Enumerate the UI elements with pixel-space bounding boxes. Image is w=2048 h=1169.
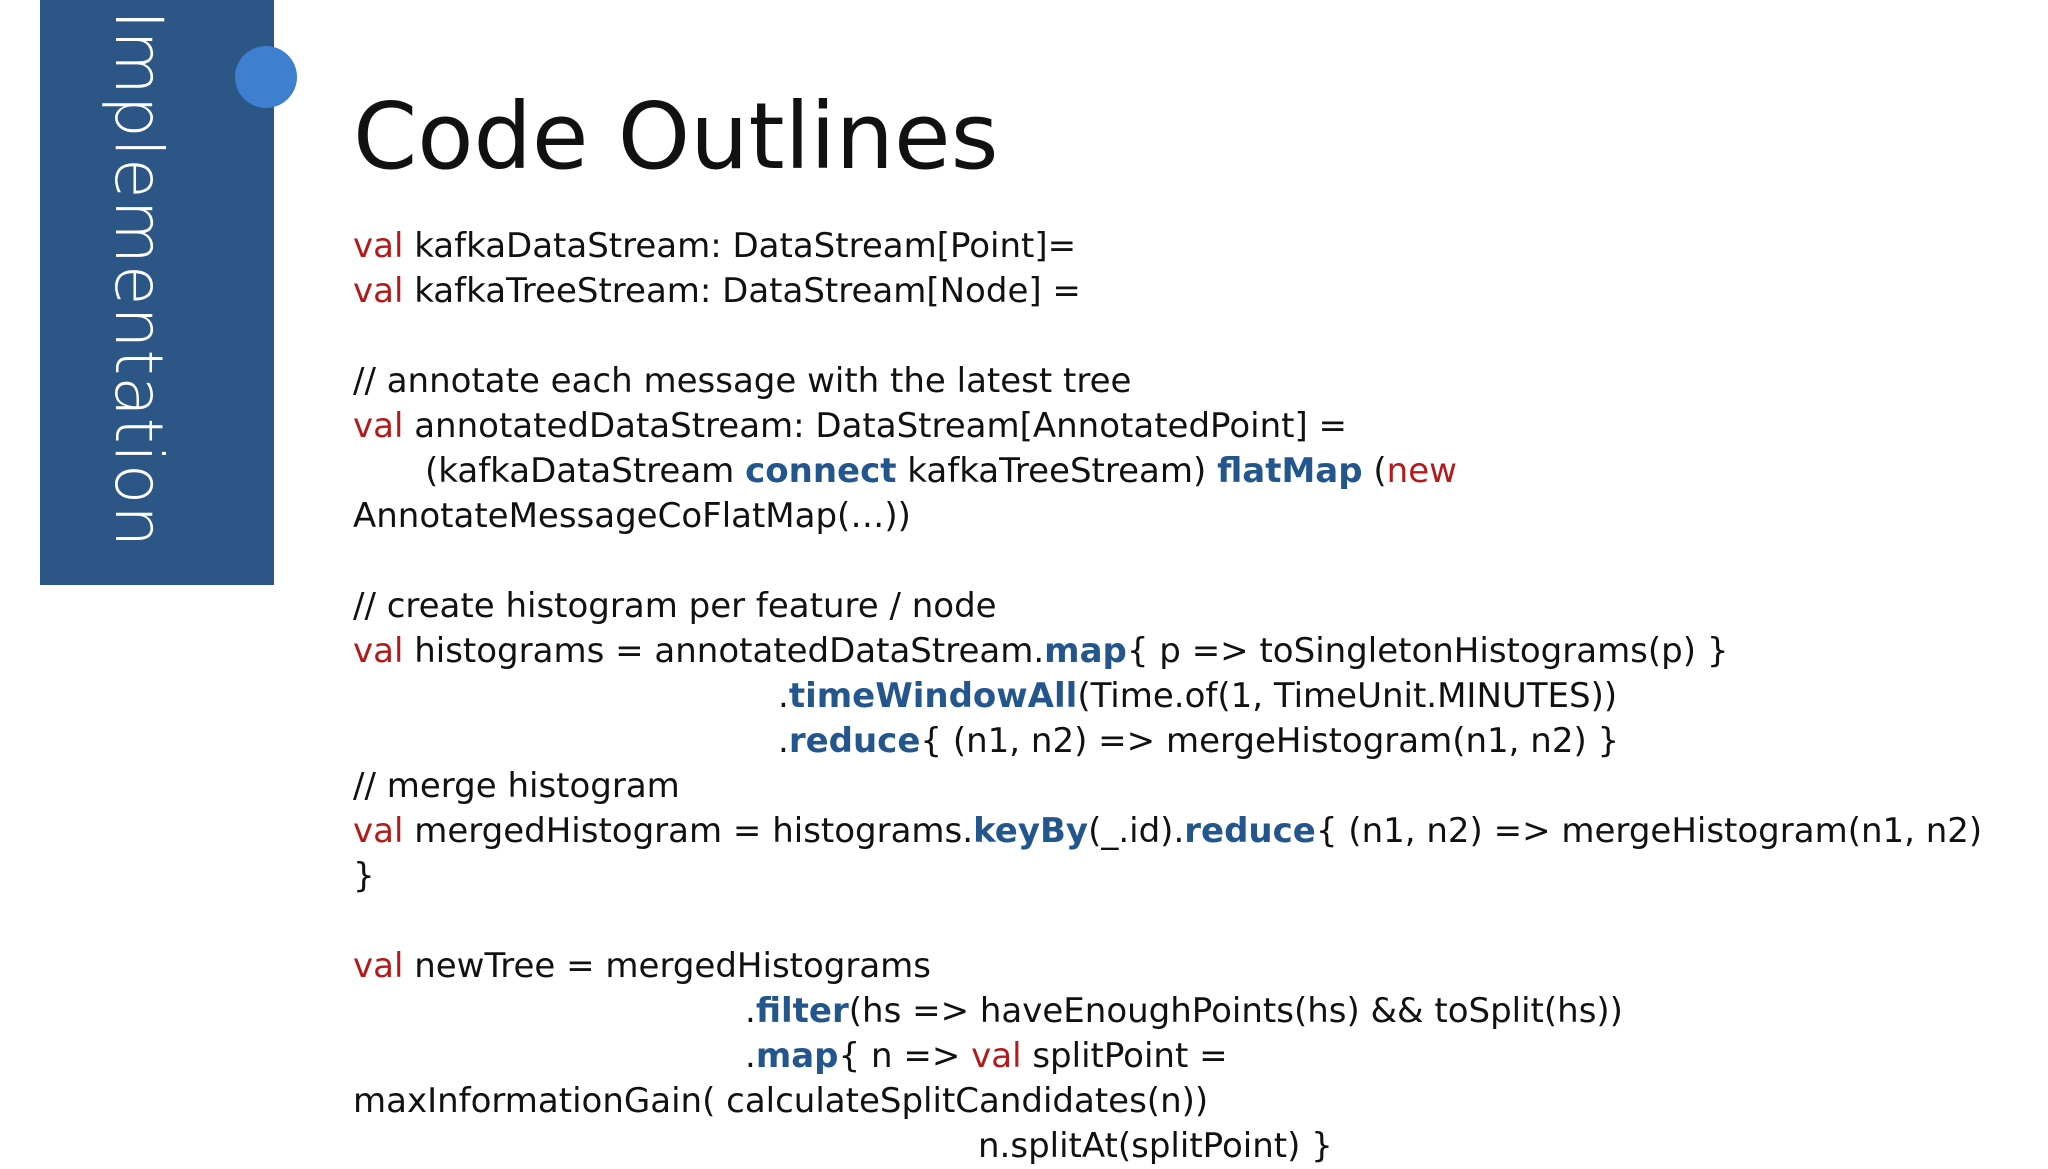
keyword: val	[353, 631, 404, 671]
section-sidebar: Implementation	[40, 0, 297, 585]
keyword: val	[353, 406, 404, 446]
blank-line	[353, 314, 1982, 359]
code-text: { p => toSingletonHistograms(p) }	[1126, 631, 1729, 671]
code-line: .filter(hs => haveEnoughPoints(hs) && to…	[353, 989, 1982, 1034]
keyword: val	[353, 226, 404, 266]
keyword: new	[1386, 451, 1457, 491]
code-line: .reduce{ (n1, n2) => mergeHistogram(n1, …	[353, 719, 1982, 764]
method-name: flatMap	[1217, 451, 1363, 491]
code-text: .	[745, 991, 756, 1031]
code-line: val mergedHistogram = histograms.keyBy(_…	[353, 809, 1982, 854]
code-text: splitPoint =	[1021, 1036, 1228, 1076]
code-line: val kafkaTreeStream: DataStream[Node] =	[353, 269, 1982, 314]
code-text: kafkaTreeStream)	[896, 451, 1218, 491]
code-text: { n =>	[838, 1036, 972, 1076]
code-block: val kafkaDataStream: DataStream[Point]= …	[353, 224, 1982, 1169]
code-line: val kafkaDataStream: DataStream[Point]=	[353, 224, 1982, 269]
method-name: timeWindowAll	[788, 676, 1078, 716]
code-text: annotatedDataStream: DataStream[Annotate…	[403, 406, 1348, 446]
section-title: Implementation	[100, 10, 177, 549]
code-text: kafkaDataStream: DataStream[Point]=	[403, 226, 1077, 266]
method-name: filter	[755, 991, 849, 1031]
code-text: newTree = mergedHistograms	[403, 946, 932, 986]
code-line: .map{ n => val splitPoint =	[353, 1034, 1982, 1079]
code-comment: // merge histogram	[353, 766, 680, 806]
code-text: .	[778, 676, 789, 716]
code-line: val newTree = mergedHistograms	[353, 944, 1982, 989]
method-name: map	[755, 1036, 839, 1076]
blank-line	[353, 899, 1982, 944]
code-text: (_.id).	[1088, 811, 1185, 851]
code-text: { (n1, n2) => mergeHistogram(n1, n2)	[1315, 811, 1983, 851]
method-name: connect	[745, 451, 897, 491]
code-line: val histograms = annotatedDataStream.map…	[353, 629, 1982, 674]
method-name: reduce	[788, 721, 921, 761]
method-name: reduce	[1184, 811, 1316, 851]
code-text: kafkaTreeStream: DataStream[Node] =	[403, 271, 1081, 311]
keyword: val	[353, 271, 404, 311]
code-line: }	[353, 856, 375, 896]
code-text: { (n1, n2) => mergeHistogram(n1, n2) }	[920, 721, 1620, 761]
code-comment: // annotate each message with the latest…	[353, 361, 1132, 401]
slide-title: Code Outlines	[353, 83, 999, 190]
keyword: val	[353, 946, 404, 986]
bullet-dot-icon	[235, 46, 297, 108]
code-comment: // create histogram per feature / node	[353, 586, 997, 626]
code-line: .timeWindowAll(Time.of(1, TimeUnit.MINUT…	[353, 674, 1982, 719]
code-text: (kafkaDataStream	[425, 451, 746, 491]
code-text: (hs => haveEnoughPoints(hs) && toSplit(h…	[848, 991, 1623, 1031]
code-line: val annotatedDataStream: DataStream[Anno…	[353, 404, 1982, 449]
keyword: val	[353, 811, 404, 851]
code-line: n.splitAt(splitPoint) }	[978, 1126, 1333, 1166]
code-line: (kafkaDataStream connect kafkaTreeStream…	[353, 449, 1982, 494]
code-line: AnnotateMessageCoFlatMap(…))	[353, 496, 911, 536]
blank-line	[353, 539, 1982, 584]
code-line: maxInformationGain( calculateSplitCandid…	[353, 1081, 1209, 1121]
method-name: map	[1044, 631, 1127, 671]
code-text: histograms = annotatedDataStream.	[403, 631, 1045, 671]
code-text: (	[1362, 451, 1387, 491]
code-text: .	[745, 1036, 756, 1076]
code-text: (Time.of(1, TimeUnit.MINUTES))	[1077, 676, 1618, 716]
code-text: .	[778, 721, 789, 761]
method-name: keyBy	[973, 811, 1089, 851]
keyword: val	[971, 1036, 1022, 1076]
code-text: mergedHistogram = histograms.	[403, 811, 974, 851]
